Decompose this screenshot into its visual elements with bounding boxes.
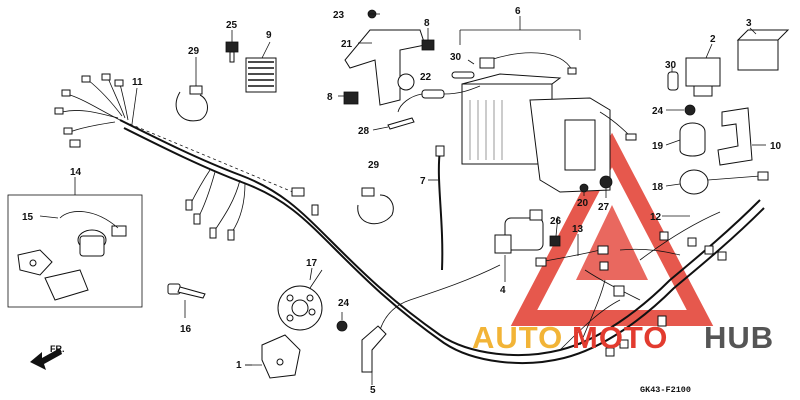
label-15: 15: [22, 212, 34, 223]
ignition-switch-box: [7, 177, 143, 308]
bolt-25: [225, 41, 239, 63]
label-25: 25: [226, 20, 238, 31]
rubber-mount-19: [679, 122, 706, 157]
diagram-code: GK43-F2100: [640, 385, 691, 395]
battery-assembly: [459, 29, 637, 193]
label-27: 27: [598, 202, 610, 213]
label-24: 24: [652, 106, 664, 117]
label-7: 7: [420, 176, 426, 187]
label-24b: 24: [338, 298, 350, 309]
spark-plug-cap: [361, 325, 387, 385]
label-21: 21: [341, 39, 353, 50]
ignition-coil: [494, 209, 544, 282]
clip-28: [387, 117, 415, 130]
label-18: 18: [652, 182, 664, 193]
harness-band-lower: [357, 187, 394, 225]
label-29: 29: [188, 46, 200, 57]
screw-24-lower: [336, 312, 348, 332]
watermark-hub: HUB: [704, 320, 774, 355]
label-8b: 8: [327, 92, 333, 103]
label-23: 23: [333, 10, 345, 21]
callout-labels: 1 2 3 4 5 6 7 8 8 10 11 12 13 14 15 16 1…: [22, 6, 782, 396]
label-20: 20: [577, 198, 589, 209]
label-2: 2: [710, 34, 716, 45]
label-17: 17: [306, 258, 318, 269]
label-30b: 30: [665, 60, 677, 71]
label-5: 5: [370, 385, 376, 396]
sub-harness-12-13: [535, 211, 727, 357]
label-16: 16: [180, 324, 192, 335]
relay-3: [736, 29, 790, 71]
front-direction-arrow: [30, 348, 62, 370]
fuse-holder: [397, 71, 481, 113]
flasher-18: [679, 169, 769, 195]
label-26: 26: [550, 216, 562, 227]
label-28: 28: [358, 126, 370, 137]
horn-bracket: [245, 334, 301, 379]
regulator: [245, 57, 277, 93]
watermark-logo: [510, 132, 714, 326]
label-9-regulator: 9: [266, 30, 272, 41]
harness-connectors-mid: [185, 187, 319, 241]
breather-tube: [428, 145, 445, 271]
watermark-text: AUTO MOTO HUB: [472, 320, 774, 355]
label-13: 13: [572, 224, 584, 235]
label-1: 1: [236, 360, 242, 371]
bracket-10: [717, 107, 753, 166]
label-14: 14: [70, 167, 82, 178]
label-29b: 29: [368, 160, 380, 171]
relay-2: [685, 57, 721, 97]
label-6: 6: [515, 6, 521, 17]
fuse-30b: [667, 71, 679, 91]
harness-band-upper: [175, 85, 208, 122]
horn: [277, 267, 323, 331]
key: [167, 283, 206, 318]
label-3: 3: [746, 18, 752, 29]
battery-bracket: [343, 29, 435, 106]
label-12: 12: [650, 212, 662, 223]
label-8: 8: [424, 18, 430, 29]
watermark-moto: MOTO: [572, 320, 668, 355]
harness-connectors-left: [54, 73, 124, 148]
label-10: 10: [770, 141, 782, 152]
label-19: 19: [652, 141, 664, 152]
grommet-26: [549, 235, 561, 247]
label-11: 11: [132, 77, 143, 88]
label-30: 30: [450, 52, 462, 63]
leader-lines: [39, 13, 766, 366]
screw-24-upper: [684, 104, 696, 116]
label-4: 4: [500, 285, 506, 296]
label-22: 22: [420, 72, 432, 83]
watermark-auto: AUTO: [472, 320, 563, 355]
nut-27: [599, 175, 613, 189]
nut-20: [579, 183, 589, 193]
front-label: FR.: [50, 344, 65, 354]
